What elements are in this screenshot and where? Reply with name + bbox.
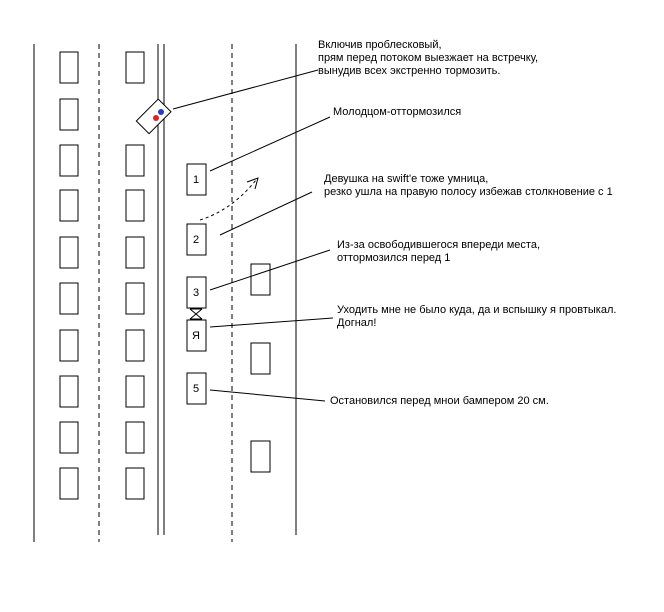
- car-me-label: Я: [192, 330, 200, 342]
- police-car: [135, 98, 172, 135]
- oncoming-lane-cars-left: [59, 51, 79, 500]
- siren-red-light-icon: [153, 115, 159, 121]
- car-3: [186, 276, 207, 309]
- callout-line-police: [172, 69, 319, 110]
- note-me: Уходить мне не было куда, да и вспышку я…: [337, 304, 617, 329]
- note-police: Включив проблесковый, прям перед потоком…: [318, 39, 539, 77]
- note-car-3: Из-за освободившегося впереди места, отт…: [337, 239, 541, 264]
- callout-line-car3: [209, 249, 331, 291]
- car-1-label: 1: [193, 174, 199, 186]
- callout-line-car5: [209, 389, 326, 402]
- car-2-label: 2: [193, 234, 199, 246]
- note-car-5: Остановился перед мнои бампером 20 см.: [330, 395, 549, 407]
- swift-dodge-arrow-icon: [246, 177, 259, 190]
- swift-dodge-path: [199, 179, 257, 221]
- car-5-label: 5: [193, 383, 199, 395]
- oncoming-lane-cars-inner: [125, 51, 145, 500]
- note-car-1: Молодцом-оттормозился: [333, 106, 462, 118]
- collision-mark-icon: [189, 308, 203, 320]
- right-lane-cars: [250, 263, 271, 473]
- car-1: [186, 163, 207, 196]
- callout-line-car2: [219, 191, 313, 236]
- siren-blue-light-icon: [158, 109, 164, 115]
- car-5: [186, 372, 207, 405]
- callout-line-me: [209, 317, 334, 328]
- callout-lines: [172, 69, 334, 402]
- note-car-2: Девушка на swift'e тоже умница, резко уш…: [324, 173, 613, 198]
- our-lane-cars: 1 2 3 Я 5: [186, 163, 207, 405]
- car-me: [186, 319, 207, 352]
- car-3-label: 3: [193, 287, 199, 299]
- car-2: [186, 223, 207, 256]
- callout-line-car1: [209, 116, 331, 172]
